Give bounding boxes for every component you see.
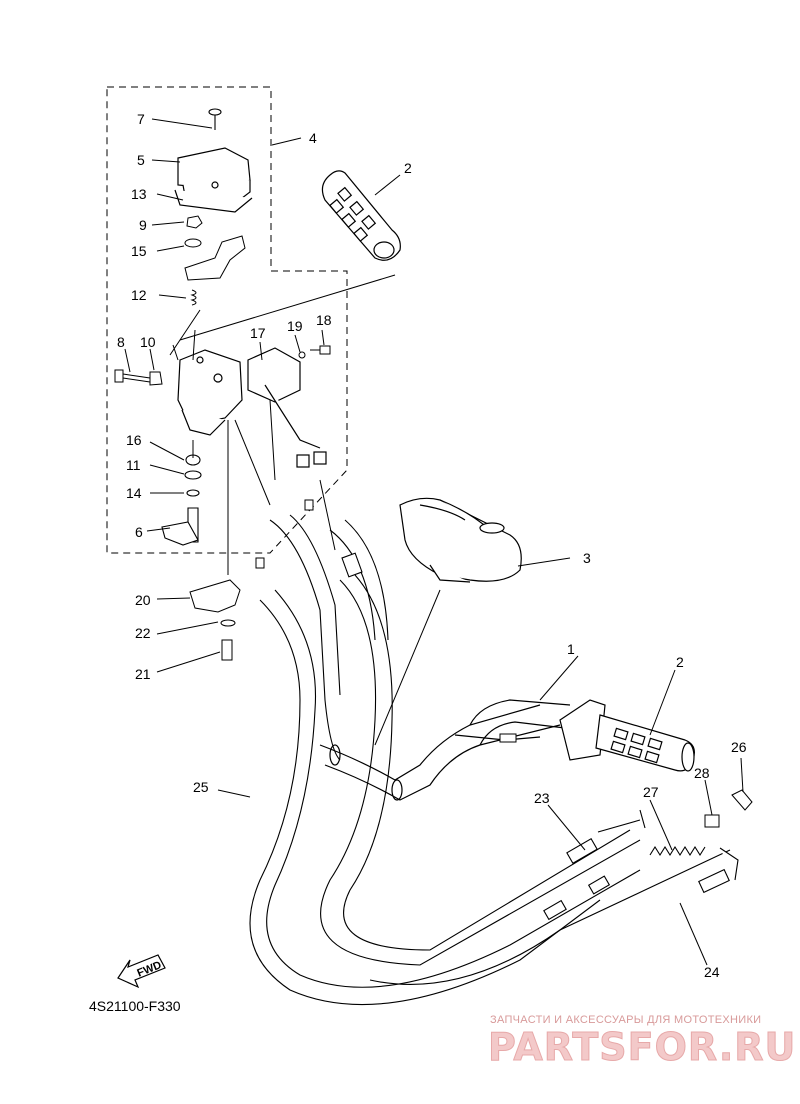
callout-22: 22 (135, 625, 151, 641)
throttle-cable-fitting (499, 733, 517, 743)
callout-9: 9 (139, 217, 147, 233)
callout-28: 28 (694, 765, 710, 781)
callout-16: 16 (126, 432, 142, 448)
fwd-direction-arrow: FWD (117, 954, 166, 989)
switch-assembly-dashed-frame (106, 86, 348, 554)
callout-7: 7 (137, 111, 145, 127)
switch-body (177, 349, 243, 436)
callout-17: 17 (250, 325, 266, 341)
callout-5: 5 (137, 152, 145, 168)
switch-unit-17 (247, 347, 327, 468)
callout-21: 21 (135, 666, 151, 682)
callout-23: 23 (534, 790, 550, 806)
spring (649, 845, 706, 857)
clamp-20 (189, 579, 241, 613)
callout-2-lower: 2 (676, 654, 684, 670)
callout-24: 24 (704, 964, 720, 980)
callout-3: 3 (583, 550, 591, 566)
callout-25: 25 (193, 779, 209, 795)
callout-labels: 1 2 2 3 4 5 6 7 8 9 10 11 12 13 14 15 16… (117, 111, 747, 980)
bolt-8 (114, 369, 151, 383)
callout-10: 10 (140, 334, 156, 350)
washer-22 (220, 619, 236, 627)
callout-19: 19 (287, 318, 303, 334)
watermark-brand: PARTSFOR.RU (488, 1025, 796, 1069)
callout-27: 27 (643, 784, 659, 800)
callout-13: 13 (131, 186, 147, 202)
bolt-18 (310, 345, 331, 355)
lower-switch-parts (161, 454, 202, 546)
screw-7 (208, 108, 222, 130)
callout-12: 12 (131, 287, 147, 303)
wing-nut (731, 789, 753, 811)
callout-8: 8 (117, 334, 125, 350)
throttle-cable-end (454, 734, 541, 741)
watermark-tagline: ЗАПЧАСТИ И АКСЕССУАРЫ ДЛЯ МОТОТЕХНИКИ (490, 1014, 761, 1026)
bracket-15 (184, 235, 246, 281)
washer-19 (298, 351, 306, 359)
nut-10 (149, 371, 163, 386)
handlebar-pad (399, 497, 522, 583)
leader-lines (124, 118, 744, 966)
left-grip (321, 170, 401, 261)
cable-adjusters (341, 552, 739, 921)
cable-end-fitting-b (304, 499, 314, 511)
switch-cover (174, 147, 253, 213)
callout-1: 1 (567, 641, 575, 657)
nut-9 (186, 215, 203, 229)
callout-11: 11 (126, 457, 141, 473)
washer-15 (184, 238, 202, 248)
diagram-code: 4S21100-F330 (89, 998, 181, 1014)
handlebar (319, 699, 571, 801)
callout-14: 14 (126, 485, 142, 501)
adjuster-nut (704, 814, 720, 828)
callout-6: 6 (135, 524, 143, 540)
callout-20: 20 (135, 592, 151, 608)
bolt-21 (221, 639, 233, 661)
callout-15: 15 (131, 243, 147, 259)
callout-18: 18 (316, 312, 332, 328)
spring-12 (190, 289, 197, 306)
cable-end-fitting-a (255, 557, 265, 569)
callout-26: 26 (731, 739, 747, 755)
callout-2-upper: 2 (404, 160, 412, 176)
callout-4: 4 (309, 130, 317, 146)
right-grip-assembly (559, 699, 695, 772)
